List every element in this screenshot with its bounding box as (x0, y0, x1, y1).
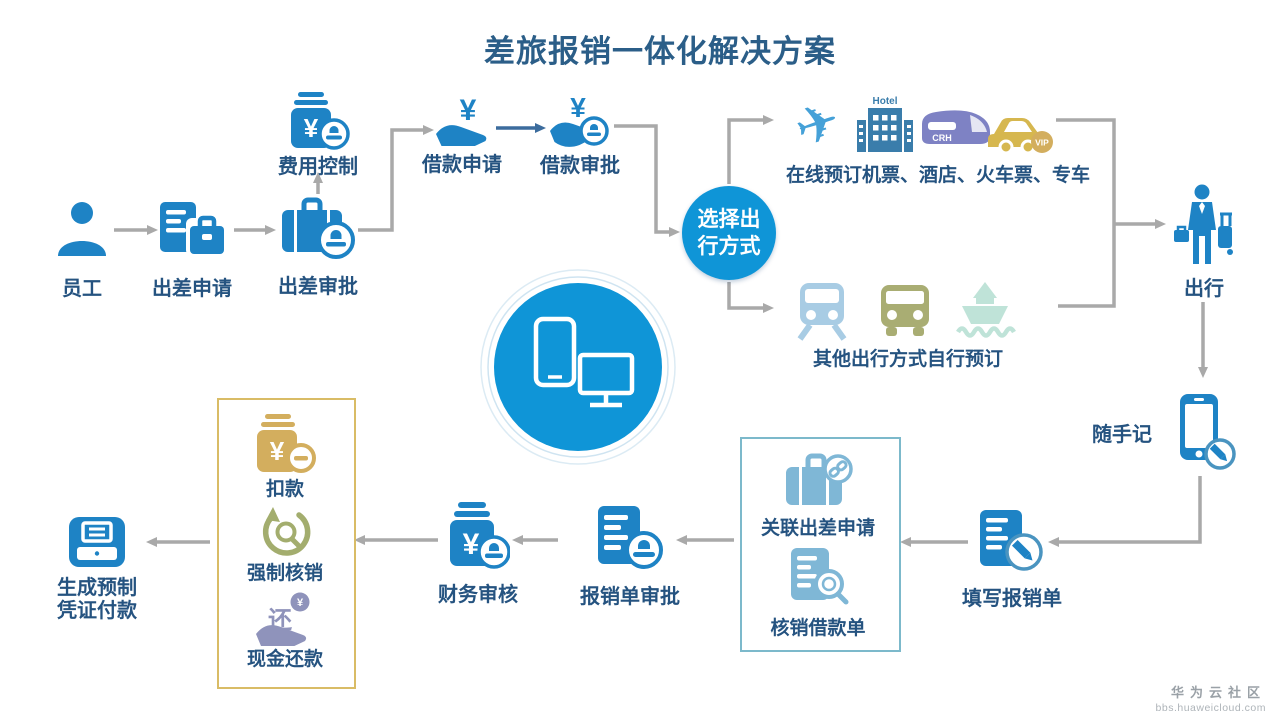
svg-text:Hotel: Hotel (873, 96, 898, 107)
finance-audit-label: 财务审核 (438, 584, 518, 606)
expense-control-label: 费用控制 (278, 156, 358, 178)
node-loan-request: ¥ 借款申请 (414, 94, 510, 177)
connector-mode-select-to-other-booking (727, 282, 774, 313)
node-finance-audit: ¥ 财务审核 (426, 502, 530, 607)
node-loan-approval: ¥ 借款审批 (530, 93, 630, 178)
trip-approval-label: 出差审批 (278, 276, 358, 298)
node-voucher: 生成预制 凭证付款 (42, 511, 152, 623)
force-writeoff-label: 强制核销 (246, 563, 323, 584)
voucher-label-line1: 生成预制 (57, 577, 137, 599)
connector-loan-approval-to-mode-select (614, 124, 680, 237)
svg-text:CRH: CRH (932, 133, 952, 143)
svg-text:¥: ¥ (304, 113, 319, 143)
ship-icon (956, 282, 1016, 338)
money-jar-stamp-icon: ¥ (450, 502, 510, 569)
node-verify-loan: 核销借款单 (752, 546, 884, 640)
deduct-label: 扣款 (265, 479, 304, 500)
node-trip-request: 出差申请 (136, 200, 248, 301)
cycle-magnifier-icon (262, 507, 311, 556)
verify-loan-label: 核销借款单 (770, 618, 866, 639)
node-employee: 员工 (42, 200, 122, 301)
document-stamp-icon (598, 506, 663, 569)
settlement-options-box (217, 398, 356, 689)
node-trip-approval: 出差审批 (256, 196, 380, 299)
svg-text:¥: ¥ (297, 597, 304, 609)
cash-return-label: 现金还款 (246, 649, 323, 670)
node-mode-select: 选择出 行方式 (682, 186, 776, 280)
watermark: 华为云社区 bbs.huaweicloud.com (1156, 682, 1266, 714)
hand-cash-return-icon: 还 ¥ (256, 592, 310, 646)
document-pencil-icon (980, 510, 1043, 571)
hand-money-icon: ¥ (436, 94, 487, 146)
svg-text:¥: ¥ (570, 93, 586, 123)
svg-text:VIP: VIP (1035, 138, 1049, 148)
car-vip-icon: VIP (988, 118, 1053, 155)
document-briefcase-icon (160, 202, 226, 256)
document-magnifier-icon (791, 548, 849, 605)
voucher-printer-icon (69, 517, 125, 567)
node-fill-form: 填写报销单 (950, 508, 1074, 611)
reimbursement-link-box (740, 437, 901, 652)
connector-note-app-to-fill-form (1048, 476, 1202, 547)
link-trip-label: 关联出差申请 (760, 518, 875, 539)
online-booking-label: 在线预订机票、酒店、火车票、专车 (785, 165, 1090, 186)
mode-select-line2: 行方式 (697, 235, 761, 258)
node-link-trip: 关联出差申请 (748, 451, 888, 540)
form-approval-label: 报销单审批 (580, 586, 680, 608)
svg-text:✈: ✈ (788, 96, 847, 156)
node-force-writeoff: 强制核销 (232, 505, 338, 585)
fill-form-label: 填写报销单 (962, 588, 1062, 610)
node-expense-control: ¥ 费用控制 (270, 92, 366, 179)
travel-label: 出行 (1184, 278, 1224, 300)
phone-pencil-icon (1180, 394, 1236, 470)
highspeed-train-icon: CRH (922, 110, 990, 147)
watermark-brand: 华为云社区 (1170, 685, 1266, 700)
svg-text:¥: ¥ (463, 528, 480, 561)
loan-request-label: 借款申请 (422, 154, 502, 176)
diagram-title: 差旅报销一体化解决方案 (484, 34, 836, 69)
briefcase-stamp-icon (282, 197, 355, 259)
bus-icon (881, 285, 929, 336)
tram-icon (797, 283, 847, 341)
hand-money-stamp-icon: ¥ (550, 93, 609, 147)
briefcase-link-icon (786, 453, 853, 505)
node-cash-return: 还 ¥ 现金还款 (232, 590, 338, 671)
voucher-label-line2: 凭证付款 (57, 600, 137, 622)
loan-approval-label: 借款审批 (540, 155, 620, 177)
node-form-approval: 报销单审批 (566, 504, 694, 609)
node-travel: 出行 (1166, 184, 1242, 301)
connector-mode-select-to-online-booking (727, 115, 774, 184)
connector-booking-merge-bracket (1056, 118, 1116, 308)
mode-select-line1: 选择出 (697, 207, 761, 231)
employee-label: 员工 (62, 278, 102, 300)
note-app-label: 随手记 (1092, 424, 1152, 446)
person-icon (58, 202, 106, 256)
mobile-desktop-hub-icon (480, 269, 676, 465)
traveler-icon (1174, 184, 1233, 264)
plane-icon: ✈ (788, 96, 847, 156)
money-jar-stamp-icon: ¥ (291, 92, 350, 150)
hotel-icon: Hotel (857, 96, 913, 152)
trip-request-label: 出差申请 (152, 278, 232, 300)
svg-text:¥: ¥ (270, 436, 285, 466)
watermark-url: bbs.huaweicloud.com (1155, 702, 1266, 714)
other-booking-label: 其他出行方式自行预订 (812, 349, 1003, 370)
node-deduct: ¥ 扣款 (240, 414, 330, 501)
connector-trip-approval-to-loan-request (358, 125, 434, 232)
svg-text:¥: ¥ (460, 94, 477, 127)
money-jar-minus-icon: ¥ (257, 414, 316, 473)
